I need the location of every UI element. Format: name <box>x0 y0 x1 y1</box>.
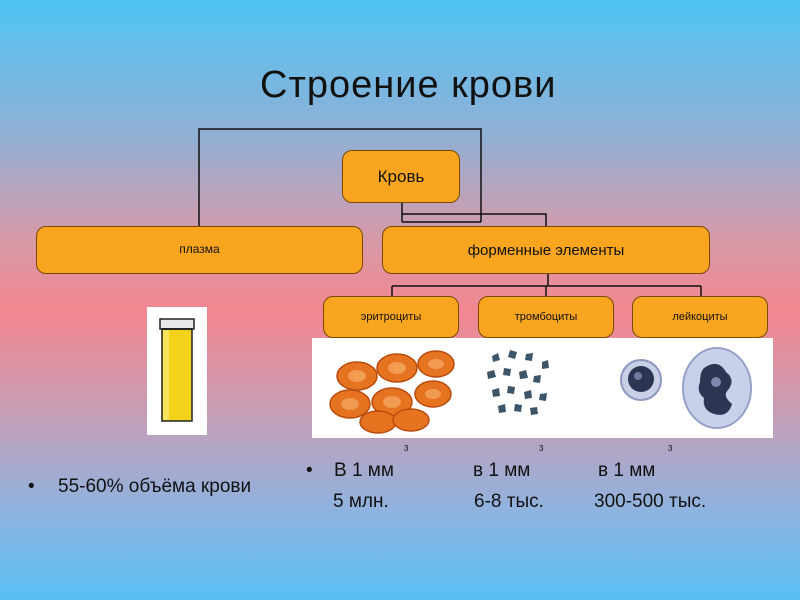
thrombocytes-count: 6-8 тыс. <box>474 491 544 512</box>
erythrocytes-count: 5 млн. <box>333 491 389 512</box>
leukocytes-count: 300-500 тыс. <box>594 491 707 512</box>
cubic-superscript: 3 <box>404 444 409 453</box>
node-plasma: плазма <box>36 226 363 274</box>
thrombocytes-unit: в 1 мм <box>473 460 531 481</box>
bullet-marker: • <box>28 476 35 497</box>
cubic-superscript: 3 <box>668 444 673 453</box>
node-formed-elements: форменные элементы <box>382 226 710 274</box>
node-leukocytes: лейкоциты <box>632 296 768 338</box>
plasma-tube-illustration <box>147 307 207 435</box>
leukocytes-image <box>620 347 752 429</box>
cubic-superscript: 3 <box>539 444 544 453</box>
page-title: Строение крови <box>260 64 557 106</box>
leukocytes-unit: в 1 мм <box>598 460 656 481</box>
erythrocytes-unit: В 1 мм <box>334 460 394 481</box>
thrombocytes-image <box>487 350 549 415</box>
blood-cells-illustration <box>312 338 773 438</box>
node-erythrocytes: эритроциты <box>323 296 459 338</box>
node-blood: Кровь <box>342 150 460 203</box>
plasma-volume-text: 55-60% объёма крови <box>58 476 252 497</box>
bullet-marker: • <box>306 460 313 481</box>
node-thrombocytes: тромбоциты <box>478 296 614 338</box>
erythrocytes-image <box>329 350 455 434</box>
